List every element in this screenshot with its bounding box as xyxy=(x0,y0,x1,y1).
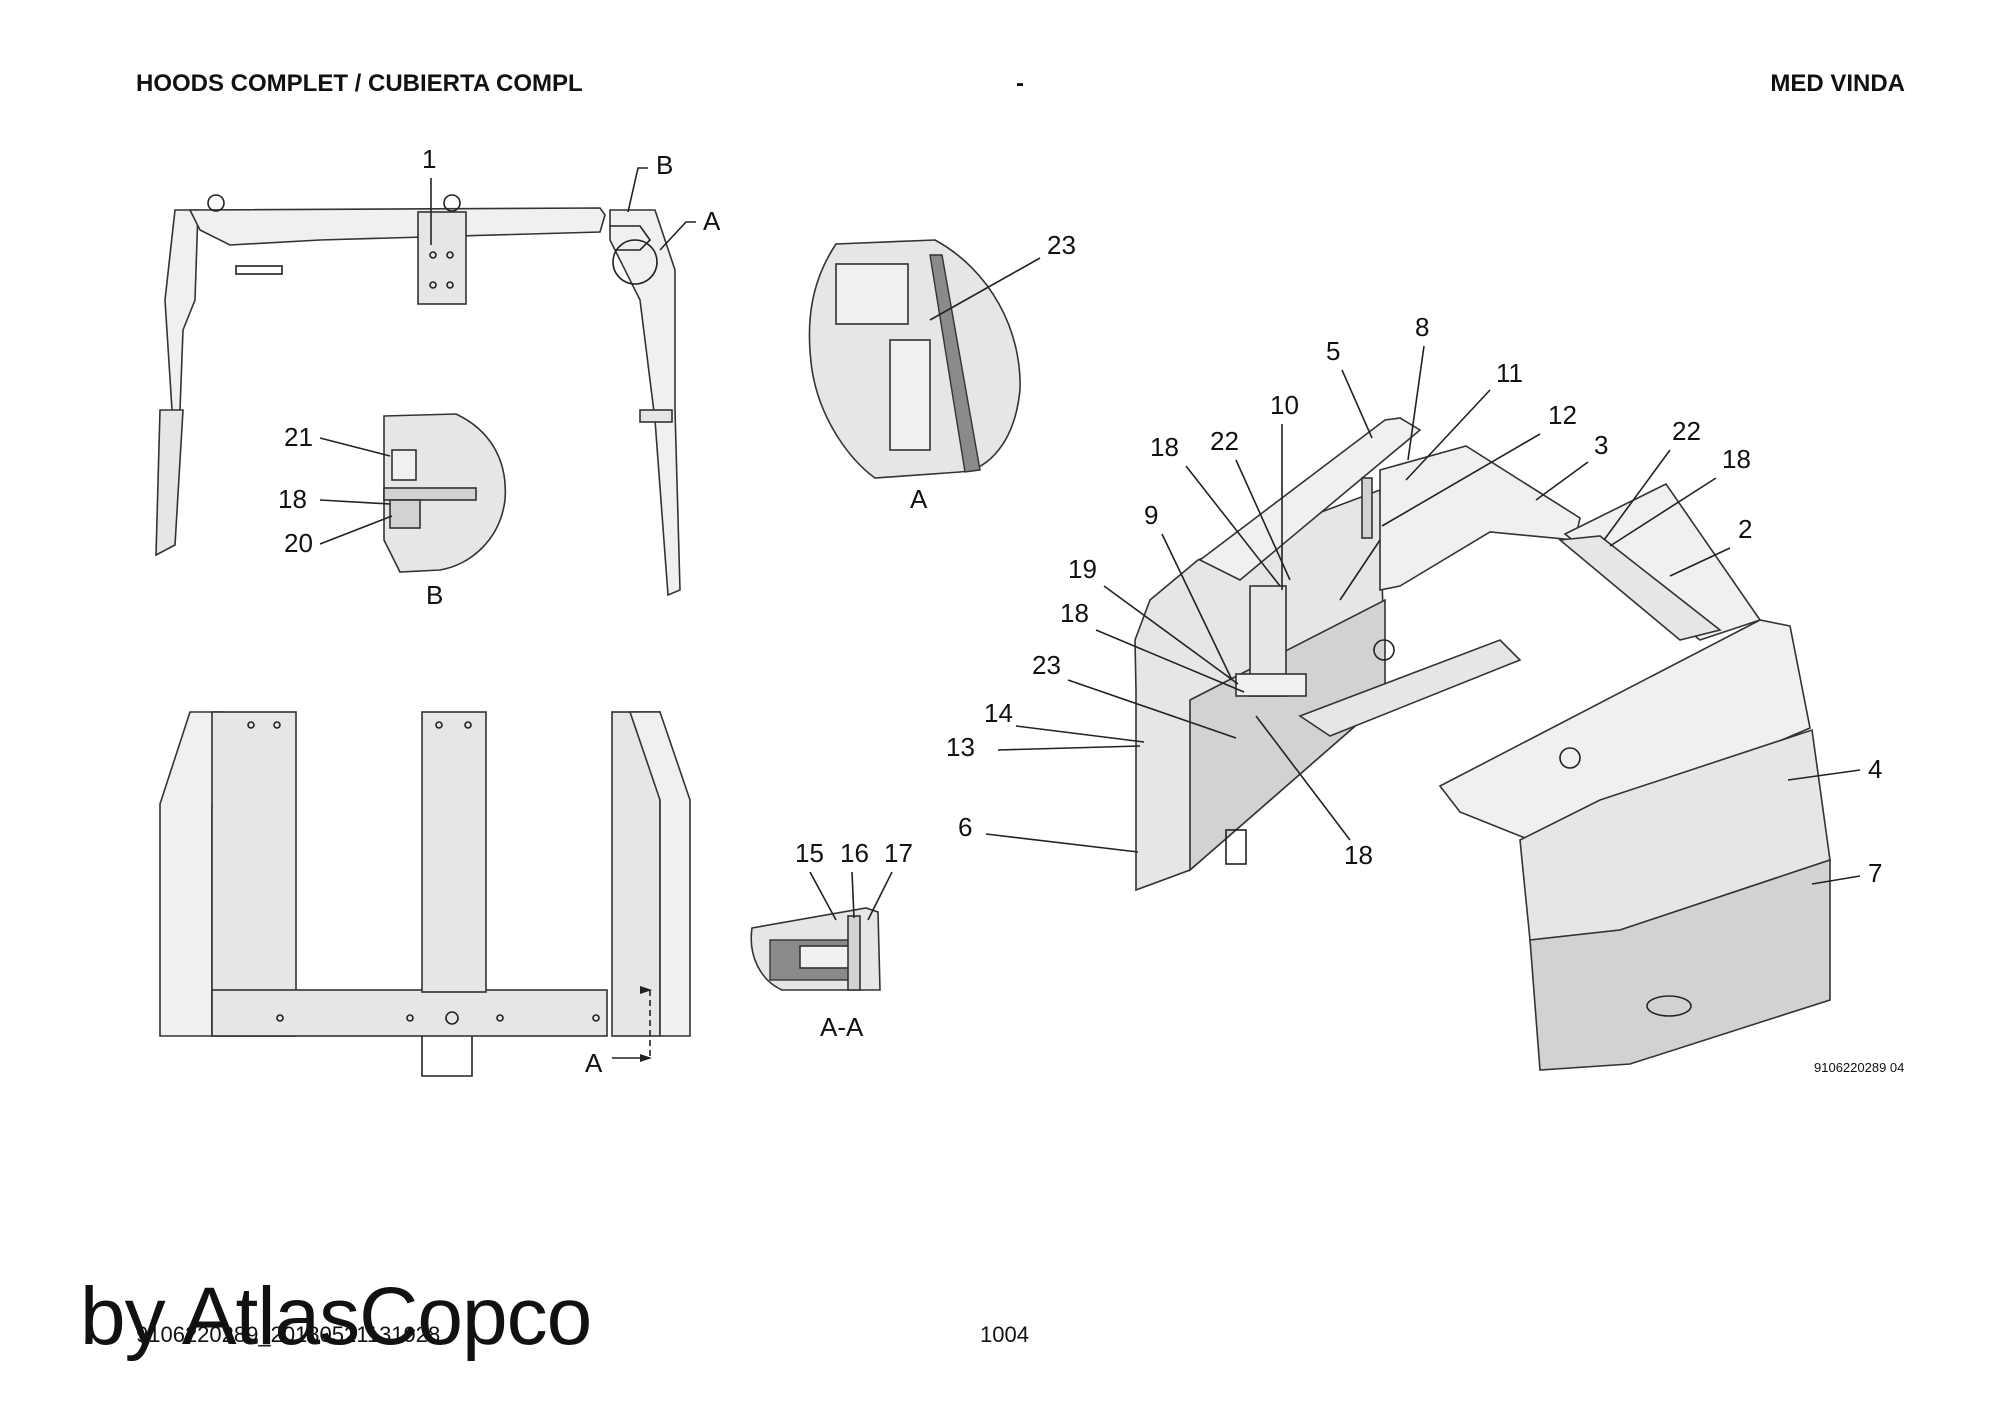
detail-b-view xyxy=(383,413,507,573)
callout-7: 7 xyxy=(1868,858,1882,888)
callout-8: 8 xyxy=(1415,312,1429,342)
callout-18-iso-bottom: 18 xyxy=(1344,840,1373,870)
callout-21: 21 xyxy=(284,422,313,452)
callout-23-iso: 23 xyxy=(1032,650,1061,680)
section-a-marker: A xyxy=(585,1048,603,1078)
watermark: by AtlasCopco xyxy=(80,1271,592,1362)
page-title: HOODS COMPLET / CUBIERTA COMPL xyxy=(136,70,583,97)
callout-19: 19 xyxy=(1068,554,1097,584)
document-code: 9106220289_20180521131928 xyxy=(136,1322,441,1347)
callout-18-b: 18 xyxy=(278,484,307,514)
callout-9: 9 xyxy=(1144,500,1158,530)
drawing-reference: 9106220289 04 xyxy=(1814,1060,1905,1075)
callout-12: 12 xyxy=(1548,400,1577,430)
bottom-view-panels xyxy=(159,711,691,1077)
page-number: 1004 xyxy=(980,1322,1029,1347)
callout-15: 15 xyxy=(795,838,824,868)
callout-5: 5 xyxy=(1326,336,1340,366)
detail-a-view xyxy=(808,239,1021,479)
callout-23-a: 23 xyxy=(1047,230,1076,260)
section-aa-view xyxy=(750,907,881,991)
model-name: MED VINDA xyxy=(1770,70,1905,97)
top-view-frame xyxy=(155,194,681,597)
callout-22-iso-right: 22 xyxy=(1672,416,1701,446)
section-aa-caption: A-A xyxy=(820,1012,864,1042)
callout-20: 20 xyxy=(284,528,313,558)
callout-17: 17 xyxy=(884,838,913,868)
callout-22-iso-left: 22 xyxy=(1210,426,1239,456)
callout-4: 4 xyxy=(1868,754,1882,784)
detail-a-caption: A xyxy=(910,484,928,514)
callout-14: 14 xyxy=(984,698,1013,728)
callout-18-iso-top: 18 xyxy=(1150,432,1179,462)
callout-10: 10 xyxy=(1270,390,1299,420)
isometric-hood xyxy=(1134,417,1831,1071)
callout-18-iso-right: 18 xyxy=(1722,444,1751,474)
callout-b-ref: B xyxy=(656,150,673,180)
detail-b-caption: B xyxy=(426,580,443,610)
callout-6: 6 xyxy=(958,812,972,842)
callout-16: 16 xyxy=(840,838,869,868)
callout-1: 1 xyxy=(422,144,436,174)
callout-2: 2 xyxy=(1738,514,1752,544)
callout-13: 13 xyxy=(946,732,975,762)
callout-11: 11 xyxy=(1496,358,1523,388)
header-separator: - xyxy=(1016,70,1024,97)
callout-3: 3 xyxy=(1594,430,1608,460)
callout-a-ref: A xyxy=(703,206,721,236)
callout-18-iso-mid: 18 xyxy=(1060,598,1089,628)
